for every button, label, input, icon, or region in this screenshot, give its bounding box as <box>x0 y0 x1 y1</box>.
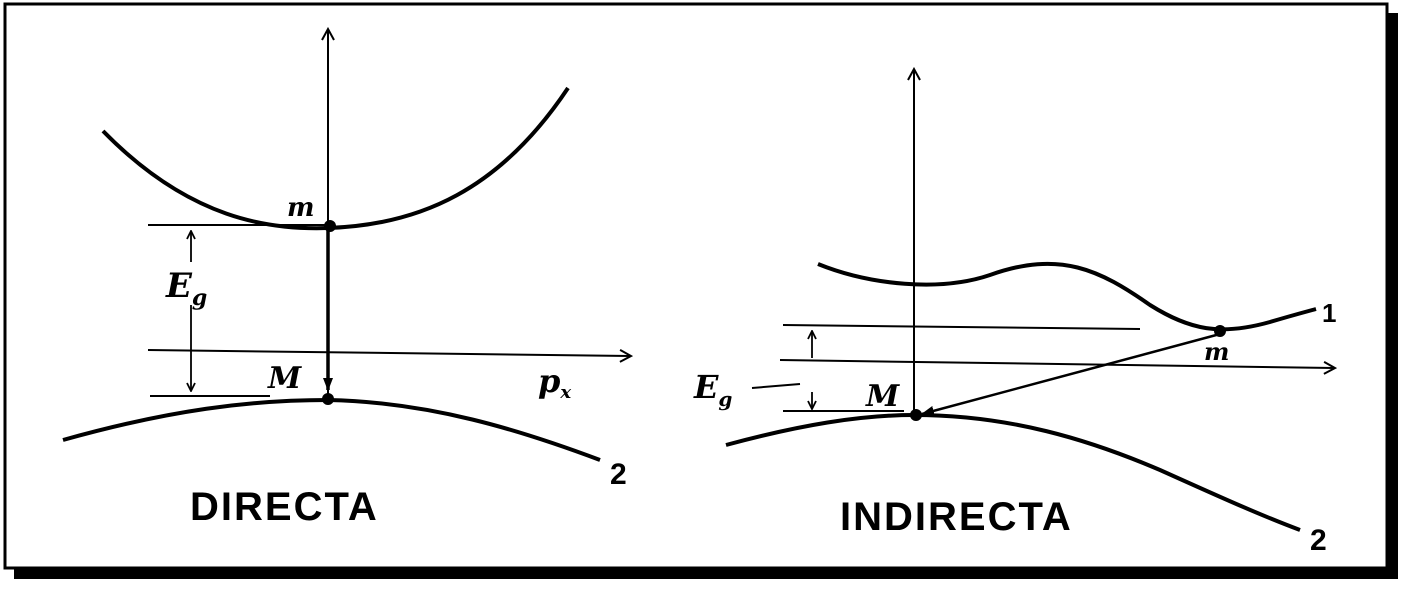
indirecta-label-M: M <box>865 379 900 414</box>
indirecta-label-m: m <box>1204 337 1229 366</box>
directa-caption: DIRECTA <box>190 485 379 529</box>
indirecta-label-eg: Eg <box>693 368 732 411</box>
indirecta-valence-band <box>725 412 1301 532</box>
directa-label-px: px <box>538 362 571 403</box>
indirecta-label-band1: 1 <box>1322 298 1336 328</box>
indirecta-label-band2: 2 <box>1310 524 1327 557</box>
frame-border <box>3 2 1389 570</box>
indirecta-transition-arrow <box>921 332 1221 416</box>
indirecta-conduction-band <box>817 261 1317 332</box>
indirecta-conduction-min-line <box>782 324 1141 330</box>
directa-momentum-axis <box>147 349 630 356</box>
indirecta-eg-leader <box>751 383 801 389</box>
panel-directa: m M Eg px 2 DIRECTA <box>62 30 630 529</box>
directa-label-m: m <box>287 193 315 223</box>
directa-point-M <box>322 393 334 405</box>
indirecta-point-M <box>910 409 922 421</box>
directa-point-m <box>324 220 336 232</box>
indirecta-point-m <box>1214 325 1226 337</box>
indirecta-momentum-axis <box>779 359 1334 368</box>
indirecta-caption: INDIRECTA <box>840 495 1073 539</box>
directa-label-M: M <box>267 361 302 396</box>
directa-label-eg: Eg <box>165 266 207 311</box>
directa-label-band2: 2 <box>610 458 627 491</box>
panel-indirecta: m M Eg 1 2 INDIRECTA <box>693 70 1336 557</box>
